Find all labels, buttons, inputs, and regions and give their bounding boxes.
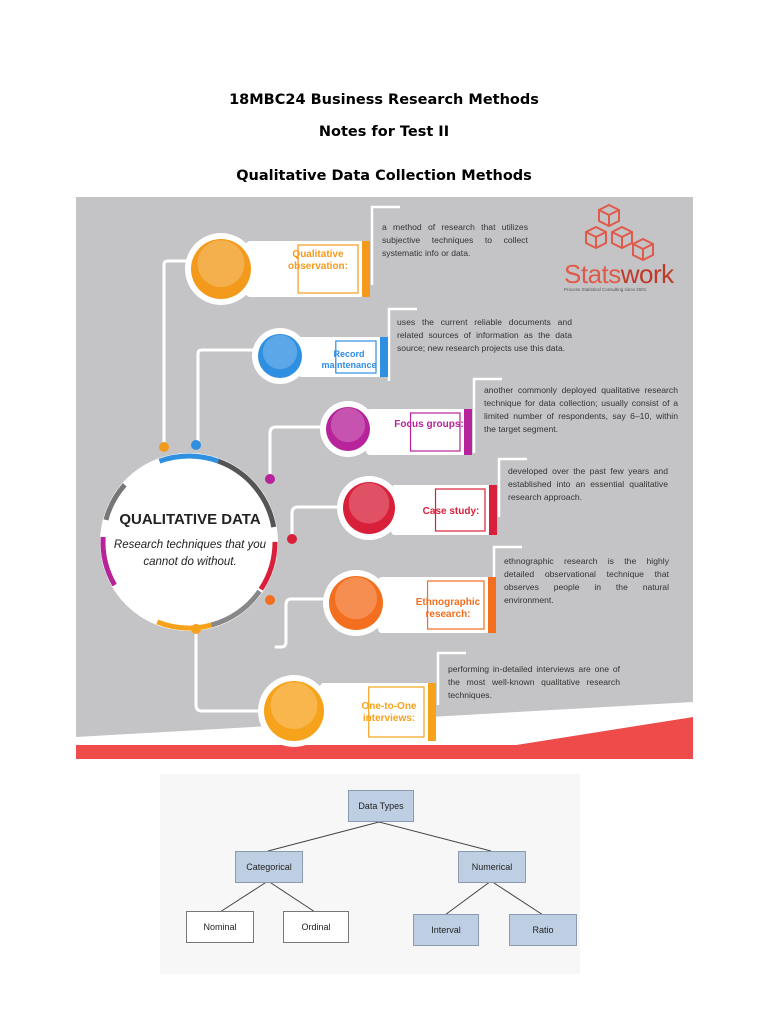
method-button-highlight: [334, 577, 378, 620]
method-button-core: [258, 334, 302, 378]
method-label-frame: [426, 580, 485, 630]
description-ethnographic-research: ethnographic research is the highly deta…: [504, 556, 669, 605]
section-heading: Qualitative Data Collection Methods: [236, 168, 532, 184]
node-categorical: Categorical: [235, 851, 303, 883]
method-button-core: [329, 576, 383, 630]
dot-magenta: [265, 474, 275, 484]
logo-tagline: Process Statistical Consulting since 200…: [564, 287, 647, 292]
description-bracket: [387, 307, 417, 381]
node-data-types: Data Types: [348, 790, 414, 822]
method-card-accent-strip: [464, 409, 472, 455]
description-qualitative-observation: a method of research that utilizes subje…: [382, 222, 528, 258]
connector-lines: [162, 259, 348, 713]
method-label-ethnographic-research: Ethnographic research:: [415, 597, 481, 620]
method-label-record-maintenance: Record maintenance: [321, 349, 377, 370]
description-panel: [499, 459, 679, 517]
node-ordinal: Ordinal: [283, 911, 349, 943]
connector-dots: [159, 440, 297, 634]
method-button-core: [191, 239, 251, 299]
method-card-accent-strip: [489, 485, 497, 535]
dot-orange-red: [265, 595, 275, 605]
qualitative-methods-infographic: QUALITATIVE DATA Research techniques tha…: [76, 197, 693, 759]
method-card-accent-strip: [362, 241, 370, 297]
description-bracket: [472, 377, 502, 453]
description-panel: [438, 653, 624, 705]
method-label-frame: [335, 340, 377, 374]
node-interval: Interval: [413, 914, 479, 946]
description-panel: [494, 547, 674, 617]
node-nominal: Nominal: [186, 911, 254, 943]
dot-orange: [159, 442, 169, 452]
course-title: 18MBC24 Business Research Methods: [229, 92, 539, 108]
logo-name-part2: work: [620, 259, 674, 289]
center-title: QUALITATIVE DATA: [119, 511, 261, 528]
data-types-tree-diagram: Data Types Categorical Numerical Nominal…: [160, 774, 580, 974]
method-button-core: [264, 681, 324, 741]
method-button-highlight: [348, 483, 390, 524]
method-button-core: [326, 407, 370, 451]
description-case-study: developed over the past few years and es…: [508, 466, 668, 502]
node-ratio: Ratio: [509, 914, 577, 946]
method-label-qualitative-observation: Qualitative observation:: [287, 249, 348, 272]
statswork-logo-text: Statswork: [564, 259, 674, 290]
description-bracket: [370, 205, 400, 285]
method-label-case-study: Case study:: [422, 506, 480, 517]
notes-subtitle: Notes for Test II: [318, 124, 450, 140]
node-numerical: Numerical: [458, 851, 526, 883]
logo-name-part1: Stats: [564, 259, 621, 289]
method-card-accent-strip: [380, 337, 388, 377]
method-label-focus-groups: Focus groups:: [394, 419, 464, 430]
dot-blue: [191, 440, 201, 450]
bottom-red-band: [76, 717, 693, 759]
method-label-frame: [297, 244, 359, 294]
method-card-accent-strip: [428, 683, 436, 741]
method-button-highlight: [270, 682, 318, 729]
statswork-cube-logo: [585, 203, 654, 262]
center-subtitle: Research techniques that you cannot do w…: [113, 539, 267, 568]
center-circle: [100, 453, 278, 631]
description-panel: [389, 309, 579, 381]
method-label-frame: [434, 488, 486, 532]
infographic-graphics: [76, 203, 693, 759]
method-button-core: [343, 482, 395, 534]
method-label-one-to-one-interviews: One-to-One interviews:: [361, 701, 417, 724]
description-focus-groups: another commonly deployed qualitative re…: [484, 385, 678, 434]
method-label-frame: [409, 412, 461, 452]
method-button-highlight: [330, 407, 366, 443]
method-button-highlight: [197, 240, 245, 287]
method-button-highlight: [262, 334, 298, 370]
method-tab-shapes: [185, 205, 684, 747]
method-card-accent-strip: [488, 577, 496, 633]
description-record-maintenance: uses the current reliable documents and …: [397, 317, 572, 353]
tree-connector-lines: [219, 821, 544, 916]
description-panel: [474, 379, 684, 453]
description-bracket: [436, 651, 466, 705]
description-panel: [372, 207, 532, 285]
method-label-frame: [368, 686, 425, 738]
description-bracket: [497, 457, 527, 517]
dot-red: [287, 534, 297, 544]
center-circle-group: [100, 453, 278, 631]
description-one-to-one-interviews: performing in-detailed interviews are on…: [448, 664, 620, 700]
dot-yellow: [191, 624, 201, 634]
